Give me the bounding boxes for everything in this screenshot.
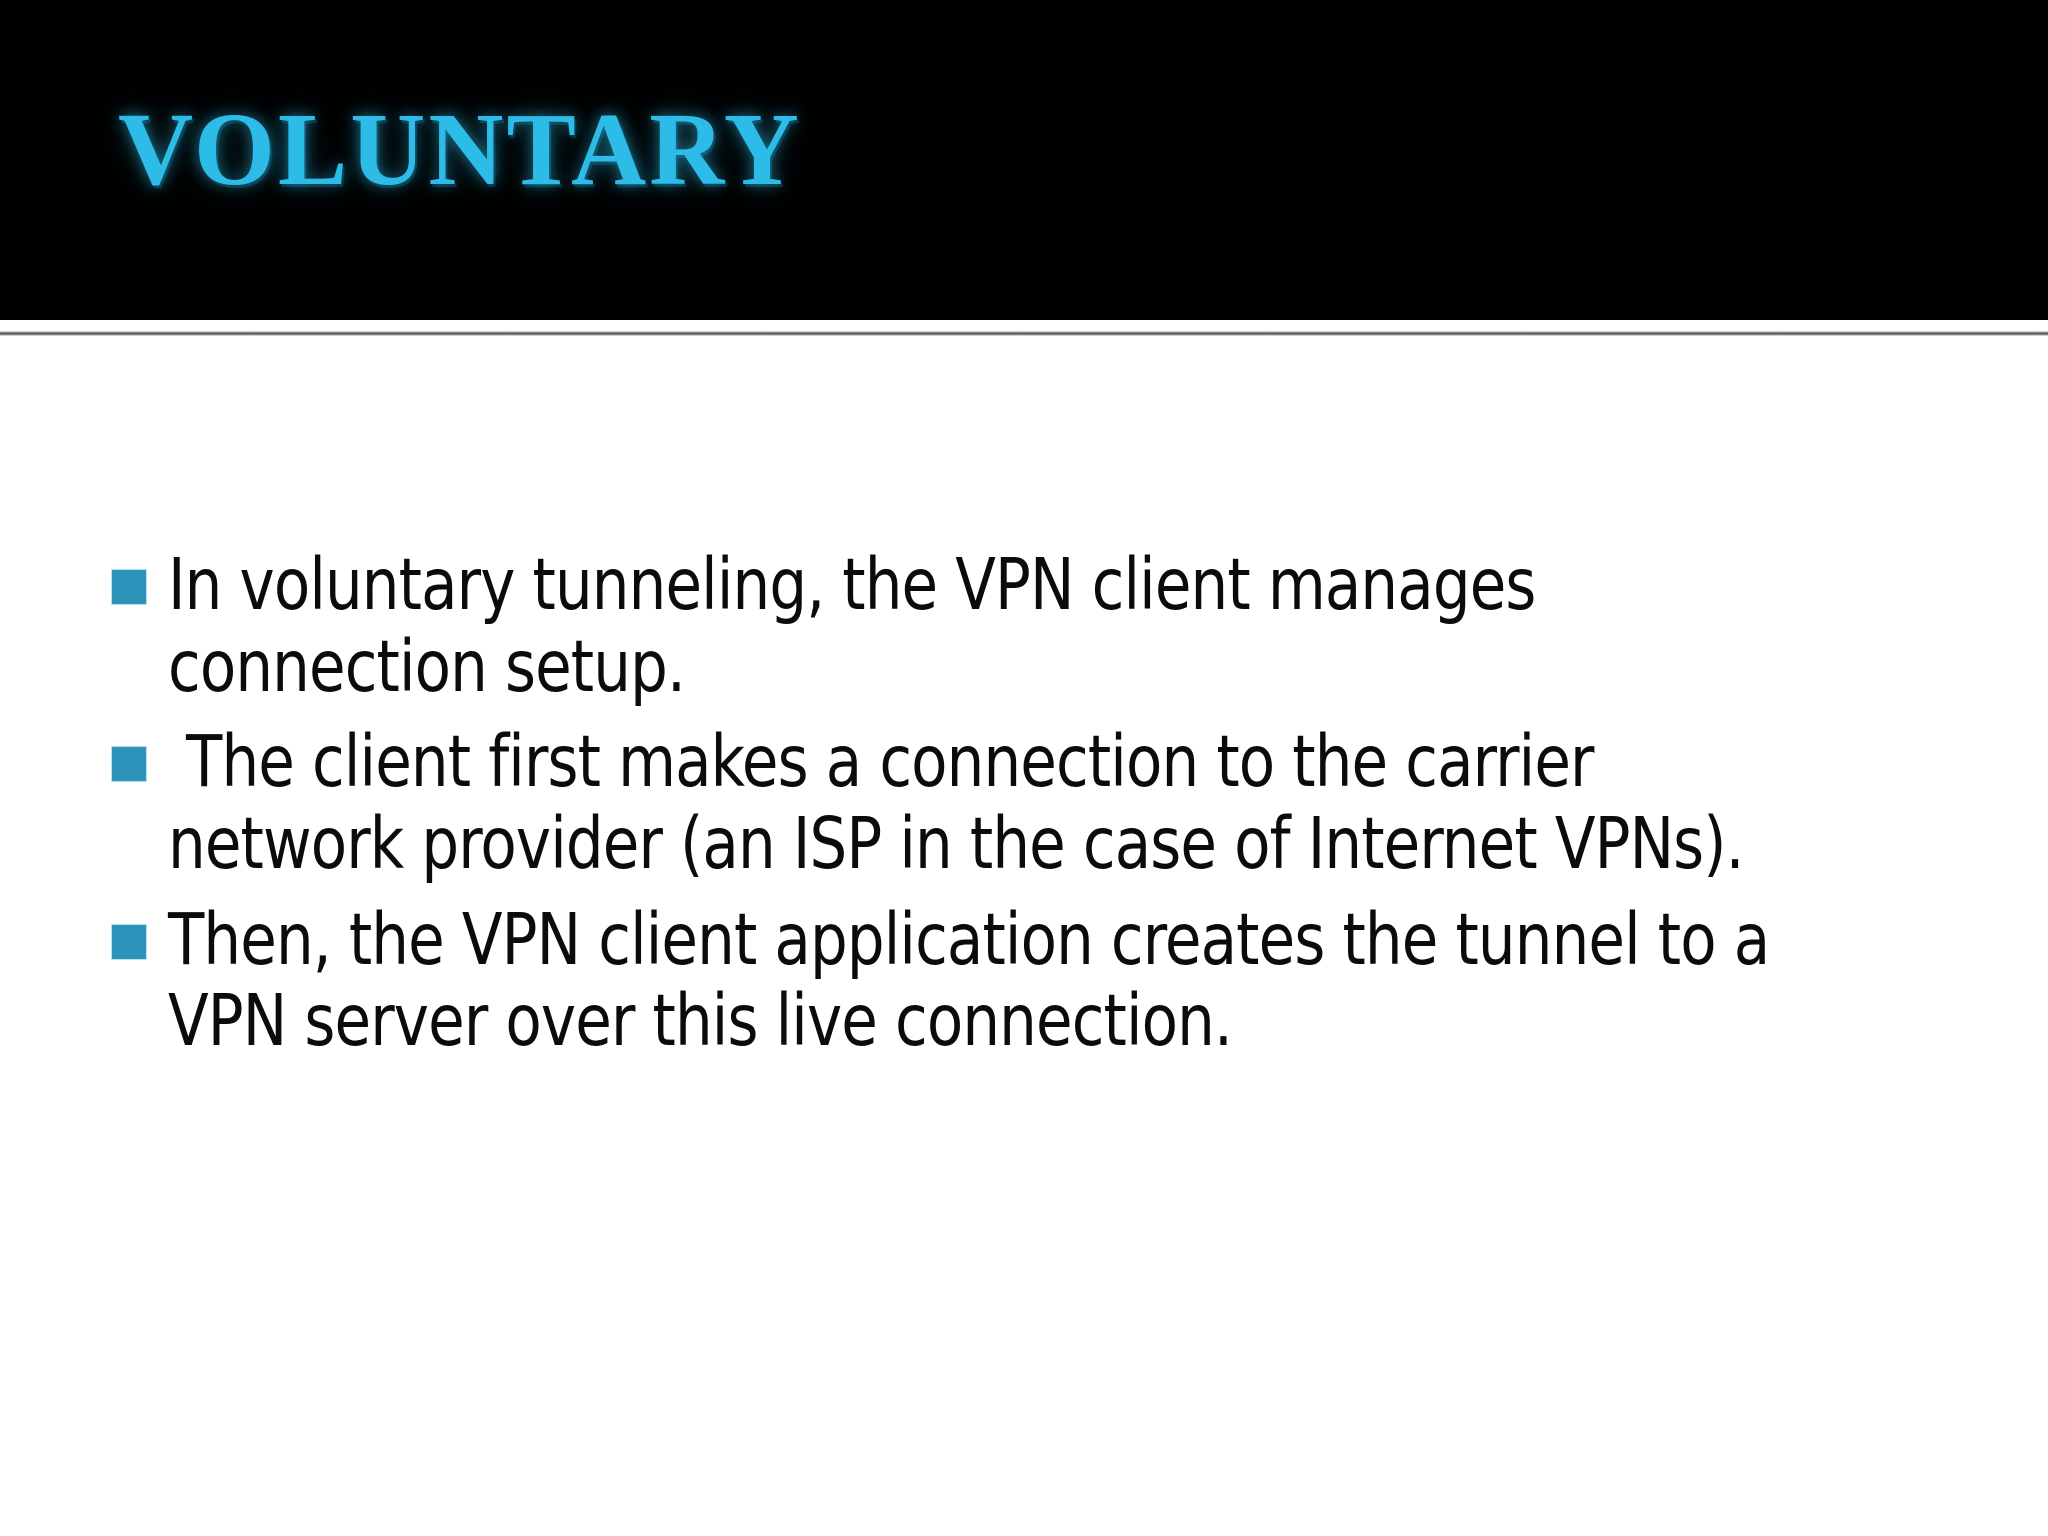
square-bullet-icon: [112, 570, 146, 604]
slide-header-band: VOLUNTARY: [0, 0, 2048, 320]
list-item: In voluntary tunneling, the VPN client m…: [112, 544, 1952, 707]
slide-title: VOLUNTARY: [118, 92, 802, 207]
bullet-text: Then, the VPN client application creates…: [168, 897, 1788, 1063]
header-divider-rule: [0, 331, 2048, 336]
bullet-text: In voluntary tunneling, the VPN client m…: [168, 543, 1554, 708]
header-gap: [0, 320, 2048, 331]
slide-body: In voluntary tunneling, the VPN client m…: [0, 336, 2048, 1536]
bullet-text: The client first makes a connection to t…: [168, 720, 1745, 885]
bullet-list: In voluntary tunneling, the VPN client m…: [112, 544, 1952, 1076]
square-bullet-icon: [112, 924, 146, 959]
list-item: The client first makes a connection to t…: [112, 721, 1952, 884]
list-item: Then, the VPN client application creates…: [112, 897, 1952, 1063]
square-bullet-icon: [112, 747, 146, 782]
